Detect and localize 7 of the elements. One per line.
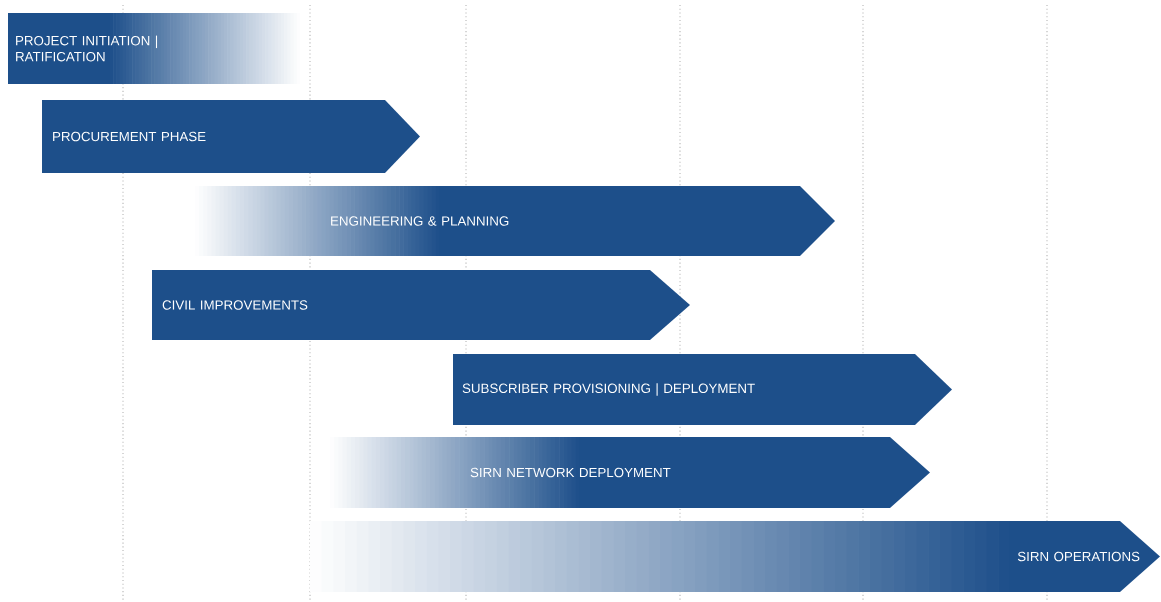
phase-bar: PROCUREMENT PHASE [42,100,420,173]
phase-bar: SUBSCRIBER PROVISIONING | DEPLOYMENT [453,354,952,425]
phase-bar: SIRN OPERATIONS [310,521,1160,592]
phase-bar: ENGINEERING & PLANNING [195,186,835,256]
phase-bar: CIVIL IMPROVEMENTS [152,270,690,340]
phase-bar: SIRN NETWORK DEPLOYMENT [330,437,930,508]
phase-bar: PROJECT INITIATION | RATIFICATION [8,13,300,84]
